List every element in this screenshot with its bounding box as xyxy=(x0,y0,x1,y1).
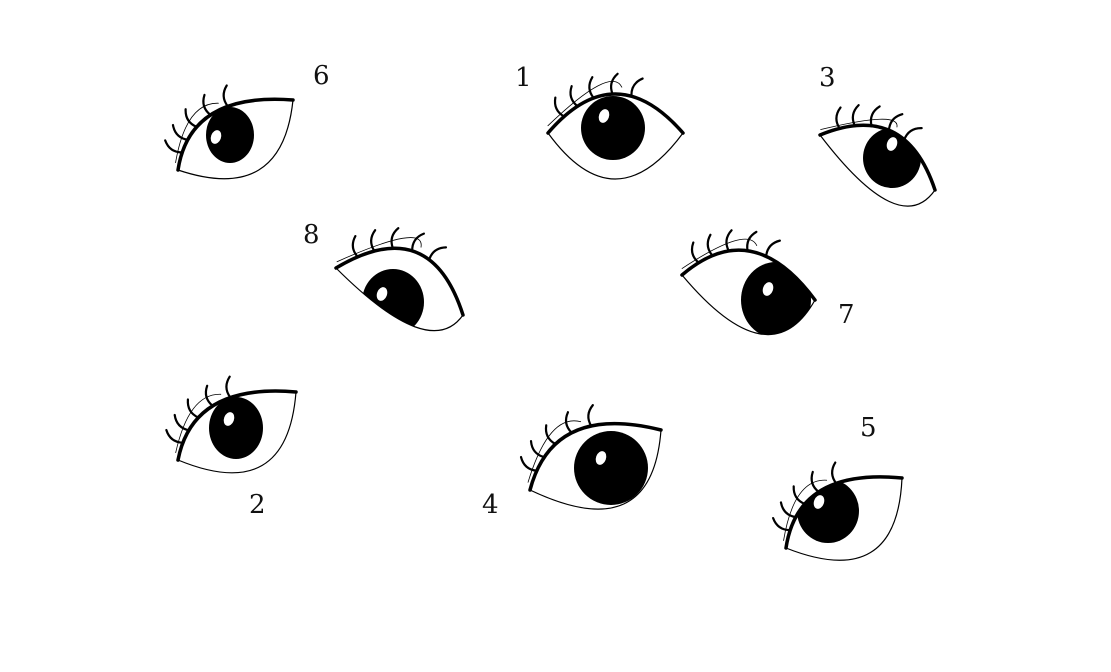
eye-1 xyxy=(546,72,685,180)
eye-7 xyxy=(680,229,817,335)
pupil-highlight xyxy=(762,282,774,296)
pupil-highlight xyxy=(223,412,235,426)
eyelid-crease xyxy=(820,118,898,131)
pupil xyxy=(581,96,645,160)
pupil xyxy=(574,431,648,505)
pupil xyxy=(362,269,424,331)
eye-label-1: 1 xyxy=(515,63,532,93)
eye-label-2: 2 xyxy=(249,490,266,520)
eyelid-crease xyxy=(547,80,623,127)
eye-2 xyxy=(165,375,298,474)
eyelid-crease xyxy=(681,238,758,269)
eye-label-8: 8 xyxy=(303,220,320,250)
eye-8 xyxy=(334,227,465,332)
pupil-highlight xyxy=(886,137,898,151)
eyelashes xyxy=(164,84,229,154)
eyelashes xyxy=(351,227,448,261)
pupil xyxy=(863,128,921,188)
eye-label-7: 7 xyxy=(838,300,855,330)
eyelashes xyxy=(690,229,781,264)
eye-4 xyxy=(519,404,663,510)
eye-label-6: 6 xyxy=(313,61,330,91)
pupil xyxy=(741,262,811,335)
eye-label-5: 5 xyxy=(860,413,877,443)
eye-label-4: 4 xyxy=(482,490,499,520)
eyelashes xyxy=(835,104,923,141)
pupil-highlight xyxy=(376,287,388,301)
eye-label-3: 3 xyxy=(819,63,836,93)
eyelashes xyxy=(519,404,594,472)
eyelid-crease xyxy=(783,479,828,541)
eyelid-crease xyxy=(175,393,222,454)
pupil-highlight xyxy=(595,451,607,465)
pupil xyxy=(209,397,263,459)
pupil-highlight xyxy=(813,495,825,509)
eyelid-crease xyxy=(527,420,582,483)
eyelid-crease xyxy=(336,237,422,263)
pupil xyxy=(206,107,254,163)
eyelashes xyxy=(165,375,232,444)
eyelid-crease xyxy=(175,102,219,163)
eye-5 xyxy=(772,461,904,561)
eye-6 xyxy=(164,84,295,180)
pupil-highlight xyxy=(210,130,222,144)
pupil-highlight xyxy=(598,109,610,123)
eyelashes xyxy=(553,72,644,118)
eye-3 xyxy=(818,104,937,207)
